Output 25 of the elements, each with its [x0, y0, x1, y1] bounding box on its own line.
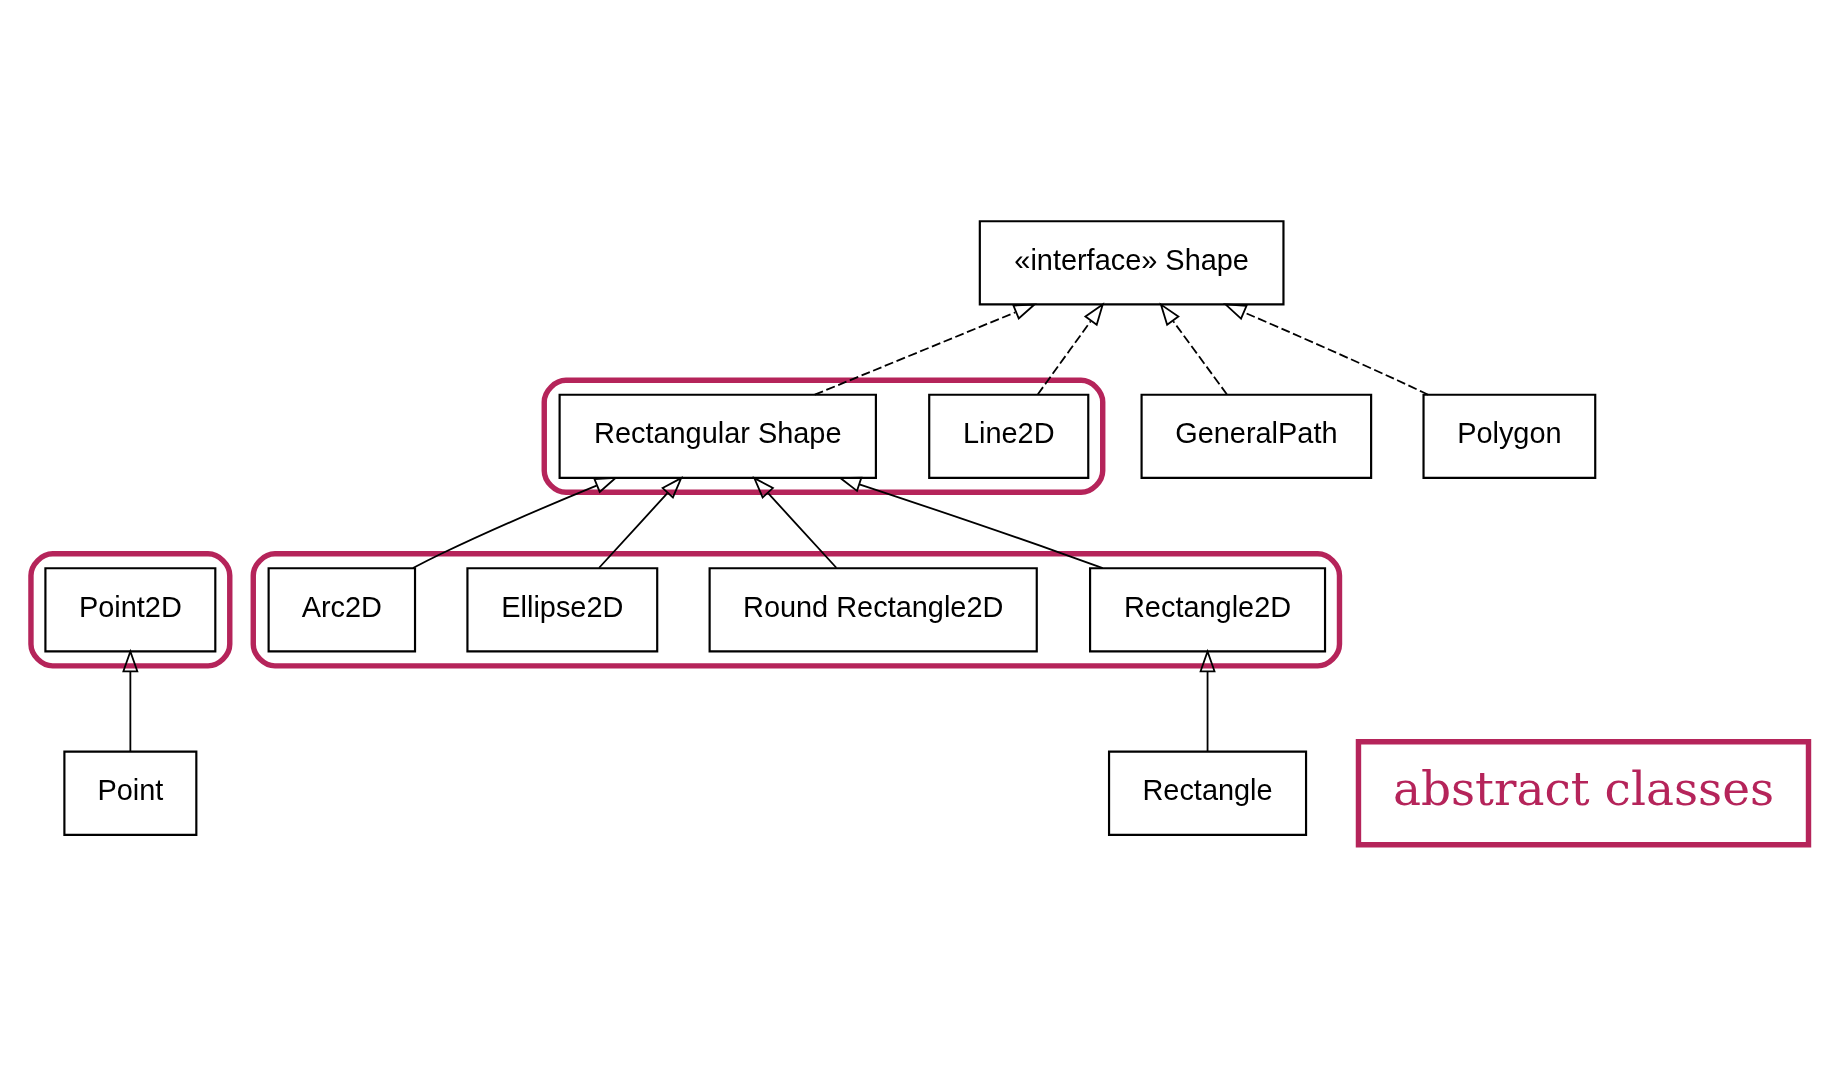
arrow — [598, 475, 684, 569]
node-box: Point — [63, 750, 198, 836]
node-box: Rectangle2D — [1089, 566, 1327, 652]
arrow — [813, 302, 1038, 396]
node-box: Round Rectangle2D — [708, 566, 1038, 652]
arrow — [837, 476, 1104, 569]
arrow — [1036, 301, 1105, 395]
node-box: Polygon — [1422, 393, 1597, 479]
node-box: Rectangle — [1107, 750, 1308, 836]
arrow — [1223, 302, 1430, 396]
node-box: Ellipse2D — [466, 566, 659, 652]
cluster — [250, 550, 1343, 669]
arrow — [1159, 301, 1228, 395]
node-box: Line2D — [928, 393, 1090, 479]
node-box: GeneralPath — [1140, 393, 1373, 479]
node-box: «interface» Shape — [978, 219, 1285, 305]
node-box: Arc2D — [267, 566, 417, 652]
arrow — [412, 476, 619, 569]
cluster — [28, 550, 233, 669]
arrow — [1199, 648, 1216, 752]
arrow — [122, 648, 139, 752]
node-box: Rectangular Shape — [558, 393, 877, 479]
node-box: abstract classes — [1355, 738, 1812, 847]
node-box: Point2D — [44, 566, 217, 652]
arrow — [752, 475, 838, 569]
